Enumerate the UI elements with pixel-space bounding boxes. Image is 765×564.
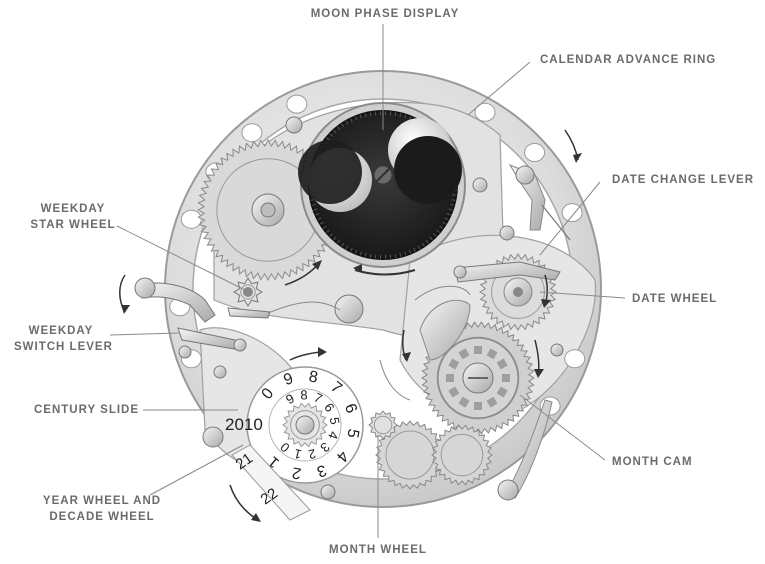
wheel-digit: 4 [325,429,342,441]
label-calendar-advance-ring: CALENDAR ADVANCE RING [540,54,717,66]
century-number: 22 [258,485,281,508]
label-moon-phase-display: MOON PHASE DISPLAY [310,8,460,20]
wheel-digit: 2 [307,446,318,462]
label-weekday-star-wheel: WEEKDAY STAR WHEEL [30,203,116,231]
month-cam-lever [202,116,564,501]
wheel-digit: 5 [327,416,343,425]
arrow-heads [121,153,582,522]
moon-phase-display [298,102,466,276]
year-display: 2010 [225,415,263,434]
label-month-cam: MONTH CAM [612,456,693,468]
leader-lines [109,24,626,538]
label-weekday-switch-lever: WEEKDAY SWITCH LEVER [14,325,113,353]
month-wheel-gears [368,410,493,490]
weekday-star-wheel [227,277,271,319]
wheel-digit: 8 [307,368,319,386]
wheel-digit: 5 [343,427,361,439]
century-slide: 21 22 [231,444,311,521]
date-change-lever [419,261,561,361]
label-date-wheel: DATE WHEEL [632,293,718,305]
century-number: 21 [233,450,256,473]
wheel-digit: 1 [292,446,303,462]
label-year-decade-wheel: YEAR WHEEL AND DECADE WHEEL [42,495,162,523]
wheel-digit: 2 [291,463,303,481]
label-century-slide: CENTURY SLIDE [34,404,140,416]
calendar-advance-parts [508,163,571,241]
weekday-switch-lever [134,277,241,359]
wheel-digit: 8 [300,387,308,402]
label-date-change-lever: DATE CHANGE LEVER [612,174,755,186]
month-cam [421,321,535,435]
label-month-wheel: MONTH WHEEL [329,544,427,556]
